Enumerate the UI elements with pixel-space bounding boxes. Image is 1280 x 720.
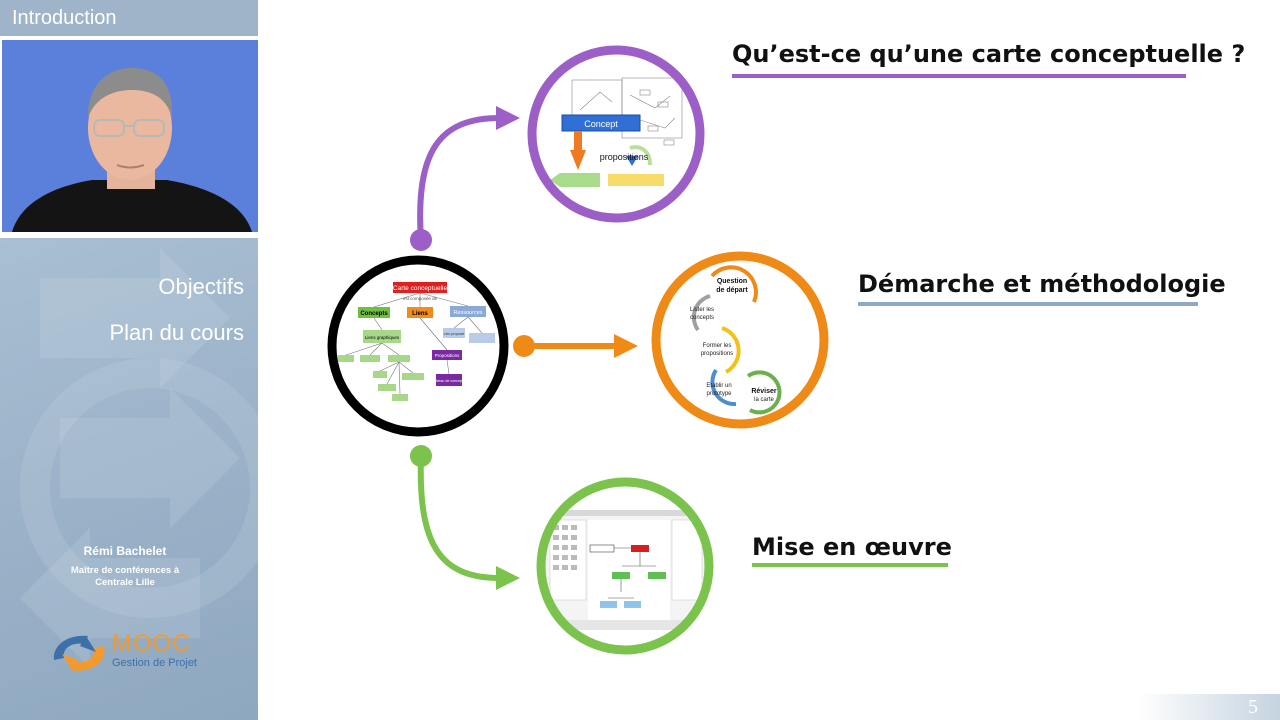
logo-subtitle: Gestion de Projet <box>112 657 197 669</box>
thumbnail-demarche[interactable]: Question de départ Lister les concepts F… <box>651 251 829 429</box>
step1-line2: de départ <box>716 287 748 294</box>
bottom-bar <box>258 694 1280 720</box>
sidebar-bg-arrows <box>20 248 258 668</box>
presenter-silhouette <box>2 40 258 232</box>
map-node-concepts: Concepts <box>360 311 388 317</box>
step4-line1: Etablir un <box>706 383 731 389</box>
sidebar-panel: Objectifs Plan du cours Rémi Bachelet Ma… <box>0 238 258 720</box>
presenter-video <box>2 40 258 232</box>
connector-purple <box>410 106 520 251</box>
map-node-lien-propose: Lien proposé <box>444 332 465 336</box>
sidebar: Introduction Objectifs Plan du cours Rém… <box>0 0 258 720</box>
step3-line1: Former les <box>703 343 732 349</box>
presenter-role: Maître de conférences à Centrale Lille <box>0 565 250 589</box>
step1-line1: Question <box>717 278 747 285</box>
map-node-ressources: Ressources <box>453 310 482 316</box>
mooc-logo: MOOC Gestion de Projet <box>48 630 208 680</box>
map-node-liens-graphiques: Liens graphiques <box>365 335 400 340</box>
nav-item-objectifs[interactable]: Objectifs <box>158 274 244 299</box>
map-node-liens: Liens <box>412 311 428 317</box>
section-header[interactable]: Introduction <box>0 0 258 38</box>
step5-line1: Réviser <box>751 388 777 395</box>
presenter-role-line2: Centrale Lille <box>95 577 155 588</box>
presenter-role-line1: Maître de conférences à <box>70 565 180 576</box>
heading-carte-conceptuelle: Qu’est-ce qu’une carte conceptuelle ? <box>732 40 1246 68</box>
page-number: 5 <box>1248 696 1258 718</box>
step4-line2: prototype <box>706 391 732 397</box>
heading1-underline <box>732 74 1186 78</box>
heading-mise-en-oeuvre: Mise en œuvre <box>752 533 952 561</box>
map-node-niveau: Niveau de concepts <box>433 379 465 383</box>
map-node-title: Carte conceptuelle <box>393 285 448 292</box>
heading-demarche: Démarche et méthodologie <box>858 270 1226 298</box>
step3-line2: propositions <box>701 351 733 357</box>
thumb1-concept: Concept <box>584 119 618 129</box>
step2-line1: Lister les <box>690 307 714 313</box>
step5-line2: la carte <box>754 397 774 403</box>
connector-orange <box>513 334 638 358</box>
nav-item-plan-du-cours[interactable]: Plan du cours <box>109 320 244 345</box>
connector-green <box>410 445 520 590</box>
step2-line2: concepts <box>690 315 714 321</box>
presenter-name: Rémi Bachelet <box>83 544 167 558</box>
thumbnail-carte-conceptuelle[interactable]: Concept propositions <box>527 45 705 223</box>
mooc-logo-icon <box>53 635 105 671</box>
thumbnail-mise-en-oeuvre[interactable] <box>536 477 714 655</box>
central-concept-map[interactable]: Carte conceptuelle est composée de Conce… <box>327 255 509 437</box>
thumb1-propositions: propositions <box>600 152 649 162</box>
logo-word: MOOC <box>112 630 191 657</box>
heading2-underline <box>858 302 1198 306</box>
map-node-propositions: Propositions <box>435 353 461 358</box>
heading3-underline <box>752 563 948 567</box>
section-title: Introduction <box>12 7 117 29</box>
